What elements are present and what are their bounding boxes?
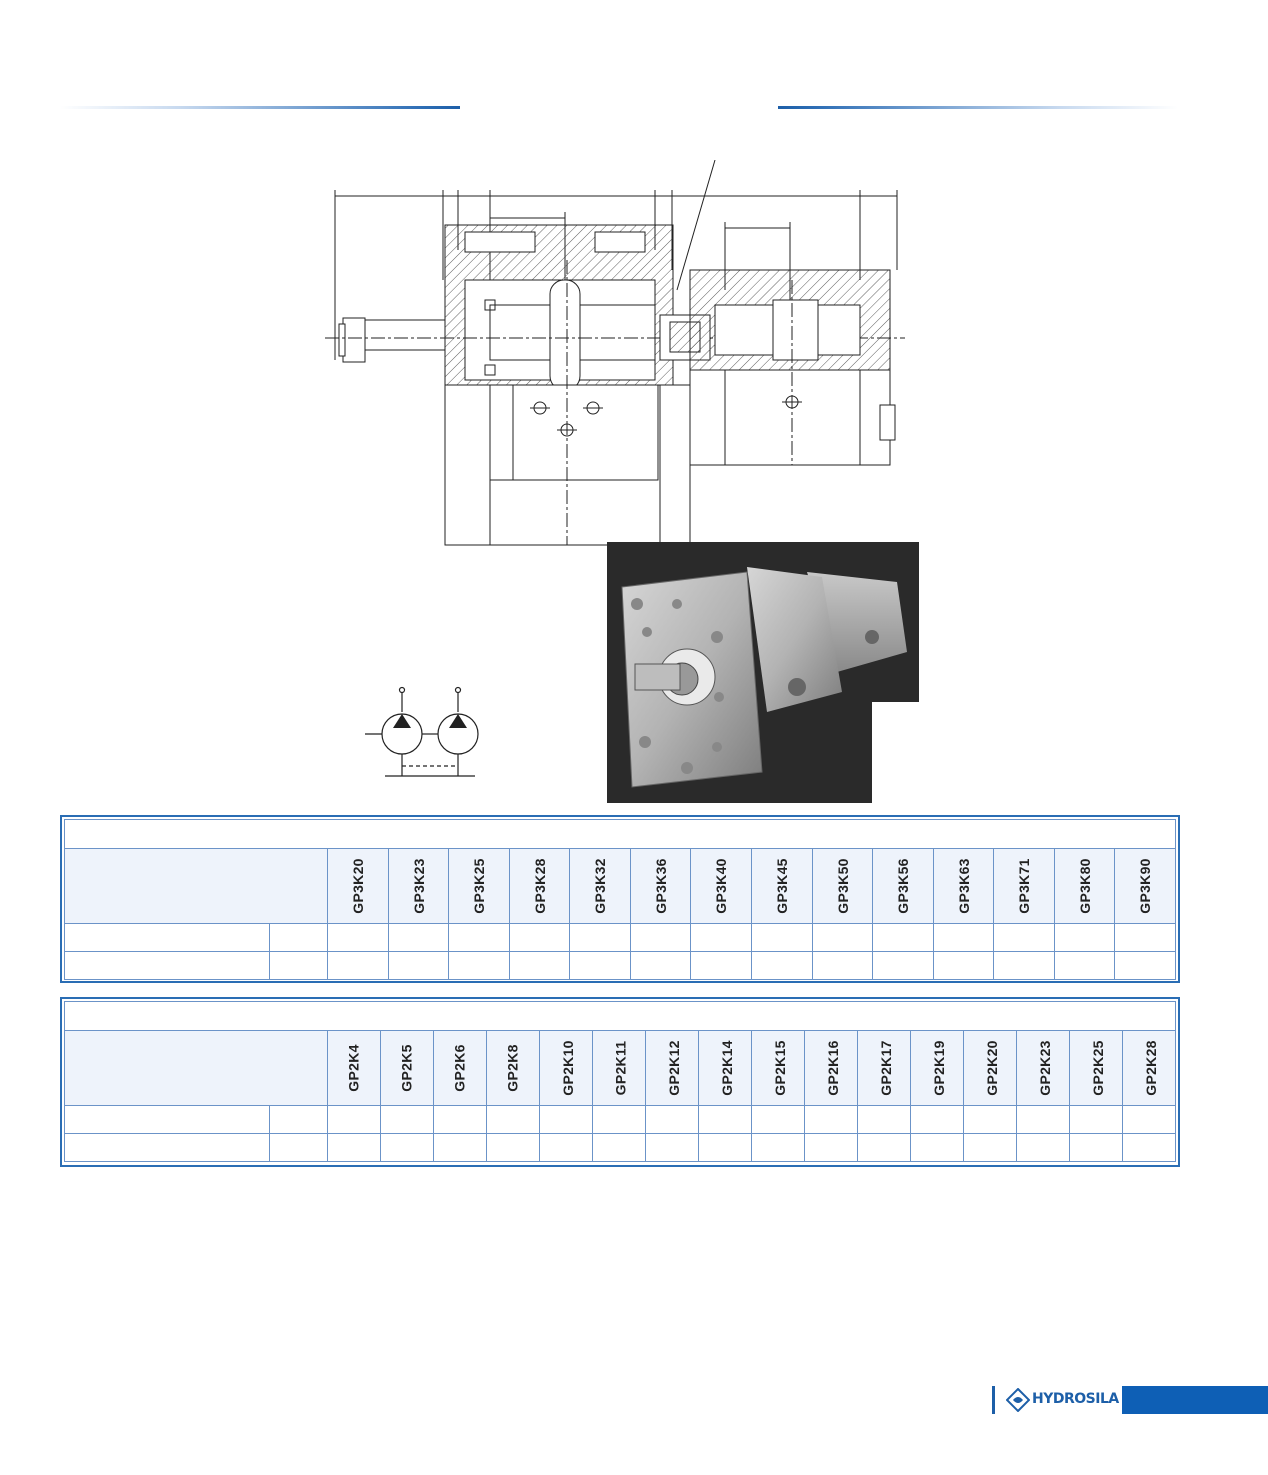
model-header-cell: GP3K45	[750, 848, 813, 924]
model-header-cell: GP2K8	[486, 1030, 540, 1106]
brand-footer: HYDROSILA	[992, 1386, 1268, 1414]
model-header-cell: GP3K36	[629, 848, 692, 924]
model-header-cell: GP2K10	[539, 1030, 593, 1106]
header-rule-left	[60, 106, 460, 109]
model-header-cell: GP2K4	[327, 1030, 381, 1106]
model-header-cell: GP3K28	[508, 848, 571, 924]
model-header-cell: GP2K14	[698, 1030, 752, 1106]
model-header-cell: GP2K20	[963, 1030, 1017, 1106]
header-rule-right	[778, 106, 1178, 109]
table-header-row: GP2K4 GP2K5 GP2K6 GP2K8 GP2K10 GP2K11 GP…	[64, 1030, 1176, 1106]
model-header-cell: GP2K17	[857, 1030, 911, 1106]
double-pump-hydraulic-symbol	[365, 686, 479, 777]
gp3-model-table: GP3K20 GP3K23 GP3K25 GP3K28 GP3K32 GP3K3…	[60, 815, 1180, 983]
table-row	[64, 951, 1176, 980]
model-header-cell: GP2K28	[1122, 1030, 1176, 1106]
model-header-cell: GP2K23	[1016, 1030, 1070, 1106]
model-header-cell: GP3K40	[690, 848, 752, 924]
parameter-header-cell	[64, 1030, 328, 1106]
model-header-cell: GP2K11	[592, 1030, 646, 1106]
model-header-cell: GP3K80	[1053, 848, 1116, 924]
model-header-cell: GP3K23	[387, 848, 450, 924]
table-title-cell	[64, 819, 1176, 849]
model-header-cell: GP3K50	[811, 848, 874, 924]
model-header-cell: GP2K25	[1069, 1030, 1123, 1106]
table-title-row	[64, 819, 1176, 849]
model-header-cell: GP2K5	[380, 1030, 434, 1106]
table-header-row: GP3K20 GP3K23 GP3K25 GP3K28 GP3K32 GP3K3…	[64, 848, 1176, 924]
model-header-cell: GP3K71	[993, 848, 1055, 924]
model-header-cell: GP2K12	[645, 1030, 699, 1106]
table-row	[64, 1133, 1176, 1162]
model-header-cell: GP2K6	[433, 1030, 487, 1106]
model-header-cell: GP3K20	[327, 848, 389, 924]
table-row	[64, 1105, 1176, 1134]
parameter-header-cell	[64, 848, 328, 924]
gp2-model-table: GP2K4 GP2K5 GP2K6 GP2K8 GP2K10 GP2K11 GP…	[60, 997, 1180, 1167]
brand-divider	[992, 1386, 995, 1414]
brand-color-block	[1122, 1386, 1268, 1414]
gear-pump-photo	[607, 542, 919, 803]
hydrosila-logo-icon	[1006, 1388, 1030, 1412]
model-header-cell: GP3K56	[872, 848, 934, 924]
model-header-cell: GP3K63	[932, 848, 995, 924]
table-title-row	[64, 1001, 1176, 1031]
model-header-cell: GP3K32	[569, 848, 631, 924]
brand-name: HYDROSILA	[1032, 1391, 1119, 1407]
table-title-cell	[64, 1001, 1176, 1031]
model-header-cell: GP2K19	[910, 1030, 964, 1106]
table-row	[64, 923, 1176, 952]
pump-section-drawing	[325, 160, 905, 546]
model-header-cell: GP3K25	[448, 848, 510, 924]
model-header-cell: GP3K90	[1114, 848, 1176, 924]
model-header-cell: GP2K15	[751, 1030, 805, 1106]
model-header-cell: GP2K16	[804, 1030, 858, 1106]
